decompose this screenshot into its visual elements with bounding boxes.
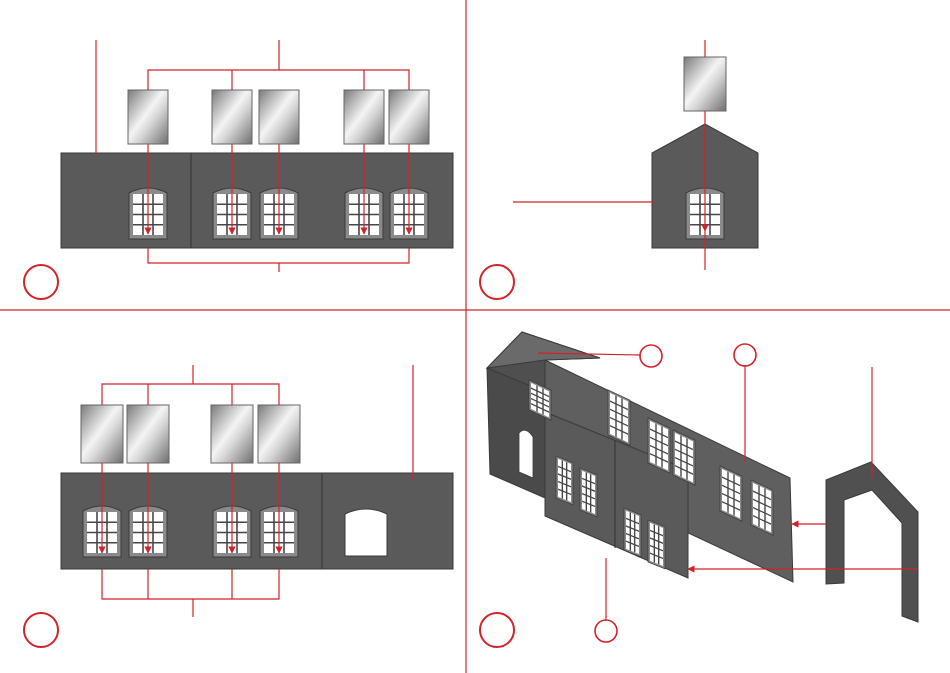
door-opening	[345, 509, 387, 556]
glass-insert-icon	[259, 90, 299, 144]
step-marker-4	[480, 613, 514, 647]
window-glass	[626, 511, 639, 554]
glass-insert-icon	[127, 405, 169, 463]
leader-bracket-top	[148, 70, 409, 90]
step-marker-1	[24, 265, 58, 299]
arched-end-wall	[826, 462, 918, 622]
window-glass	[582, 471, 595, 514]
glass-insert-icon	[128, 90, 168, 144]
window-glass	[722, 469, 740, 518]
window-glass	[753, 483, 771, 532]
glass-insert-icon	[81, 405, 123, 463]
leader-bracket-bottom	[148, 248, 409, 263]
panel-4	[480, 332, 918, 647]
glass-insert-icon	[212, 90, 252, 144]
glass-insert-icon	[389, 90, 429, 144]
window-glass	[610, 393, 628, 442]
iso-window-icon	[648, 520, 665, 569]
panel-1	[24, 40, 453, 299]
panel-3	[24, 365, 453, 647]
step-marker-2	[480, 265, 514, 299]
panel-2	[480, 40, 758, 299]
step-marker-4a	[640, 345, 662, 367]
iso-window-icon	[556, 456, 573, 505]
glass-insert-row	[128, 90, 429, 144]
iso-window-icon	[624, 508, 641, 557]
glass-insert-row	[81, 405, 300, 463]
window-glass	[558, 459, 571, 502]
glass-insert-icon	[211, 405, 253, 463]
door-opening-iso	[519, 430, 533, 478]
window-glass	[675, 433, 693, 482]
leader-bracket-bottom	[102, 569, 279, 599]
window-glass	[650, 523, 663, 566]
iso-window-icon	[580, 468, 597, 517]
step-marker-3	[24, 613, 58, 647]
step-marker-4b	[734, 344, 756, 366]
window-glass	[650, 421, 668, 470]
glass-insert-icon	[258, 405, 300, 463]
glass-insert	[684, 57, 726, 111]
glass-insert-icon	[344, 90, 384, 144]
leader-bracket-top	[102, 384, 279, 405]
step-marker-4c	[595, 620, 617, 642]
